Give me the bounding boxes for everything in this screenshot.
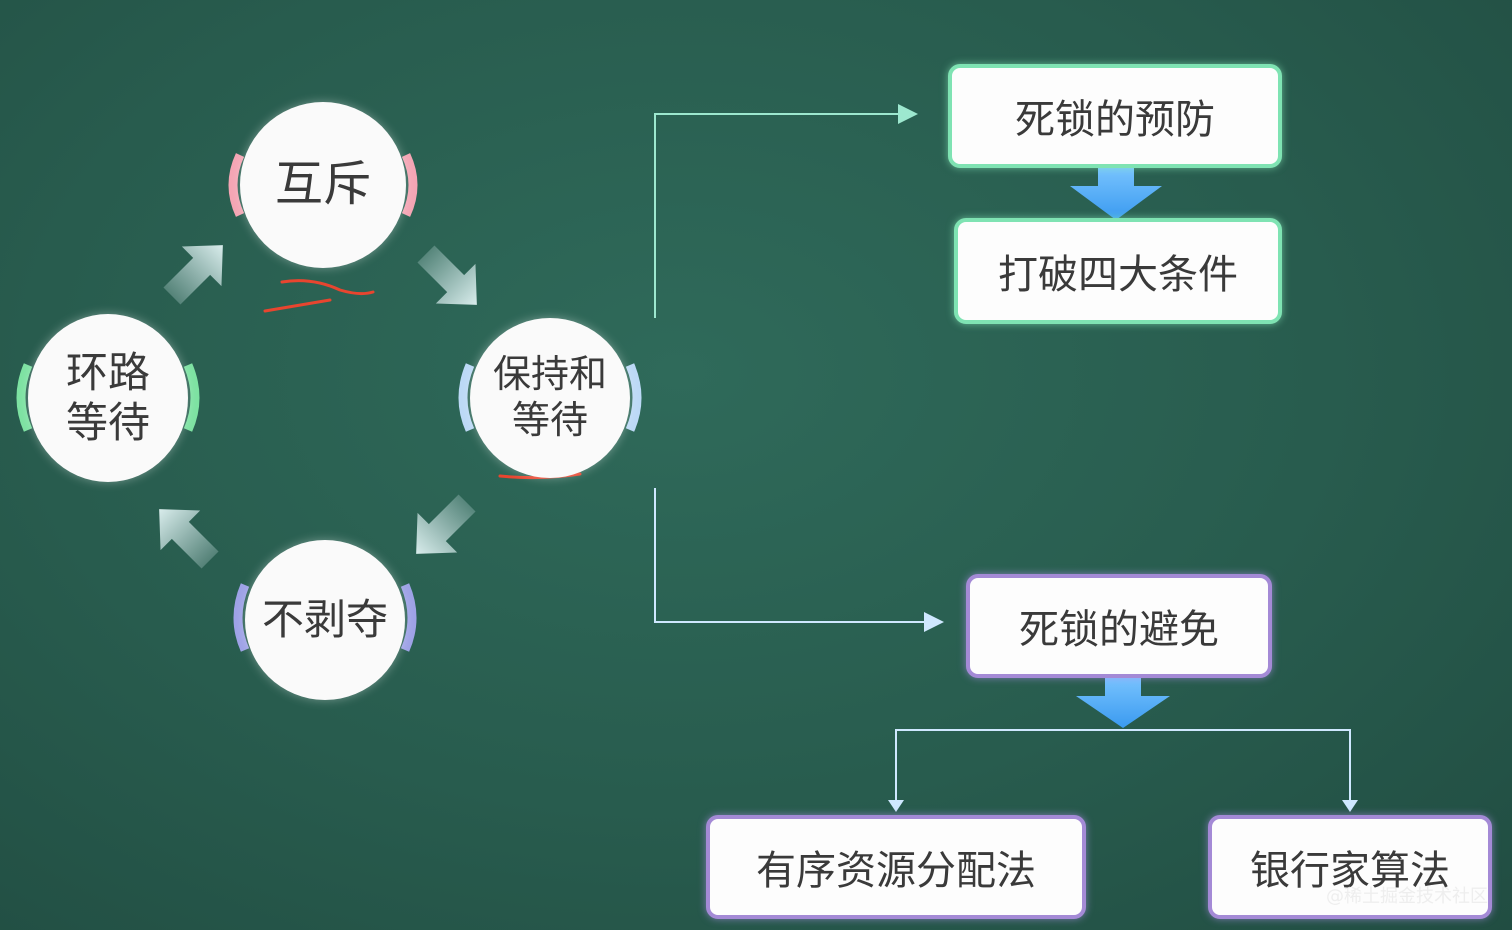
prevention-method: 打破四大条件 <box>998 252 1238 298</box>
branch-tip-right <box>1342 800 1358 812</box>
flow-arrow-prevention <box>1070 164 1162 220</box>
avoidance-method-bankers-algorithm: 银行家算法 <box>1208 815 1492 919</box>
condition-label: 保持和 等待 <box>492 352 607 442</box>
condition-label: 不剥夺 <box>261 594 388 644</box>
circle-accents <box>16 153 642 652</box>
avoidance-title: 死锁的避免 <box>1019 607 1219 653</box>
condition-label: 环路 等待 <box>65 347 150 447</box>
cycle-arrow-mutex-to-hold <box>417 245 477 305</box>
avoidance-method-label: 银行家算法 <box>1250 848 1450 894</box>
condition-hold-and-wait: 保持和 等待 <box>470 318 630 478</box>
cycle-arrow-circular-to-mutex <box>163 245 223 305</box>
prevention-method-box: 打破四大条件 <box>954 218 1282 324</box>
connector-to-avoidance <box>654 488 944 632</box>
condition-mutual-exclusion: 互斥 <box>240 102 406 268</box>
cycle-arrow-hold-to-nopreempt <box>416 494 476 554</box>
avoidance-title-box: 死锁的避免 <box>966 574 1272 678</box>
condition-no-preemption: 不剥夺 <box>245 540 405 700</box>
prevention-title-box: 死锁的预防 <box>948 64 1282 168</box>
branch-line <box>895 729 1351 808</box>
branch-tip-left <box>888 800 904 812</box>
avoidance-method-ordered-allocation: 有序资源分配法 <box>706 815 1086 919</box>
cycle-arrow-nopreempt-to-circular <box>159 509 219 569</box>
connector-to-prevention <box>654 104 918 318</box>
condition-label: 互斥 <box>274 156 371 213</box>
flow-arrow-avoidance <box>1076 674 1170 728</box>
prevention-title: 死锁的预防 <box>1015 97 1215 143</box>
avoidance-method-label: 有序资源分配法 <box>756 848 1036 894</box>
watermark: @稀土掘金技术社区 <box>1326 886 1488 907</box>
condition-circular-wait: 环路 等待 <box>28 314 188 482</box>
